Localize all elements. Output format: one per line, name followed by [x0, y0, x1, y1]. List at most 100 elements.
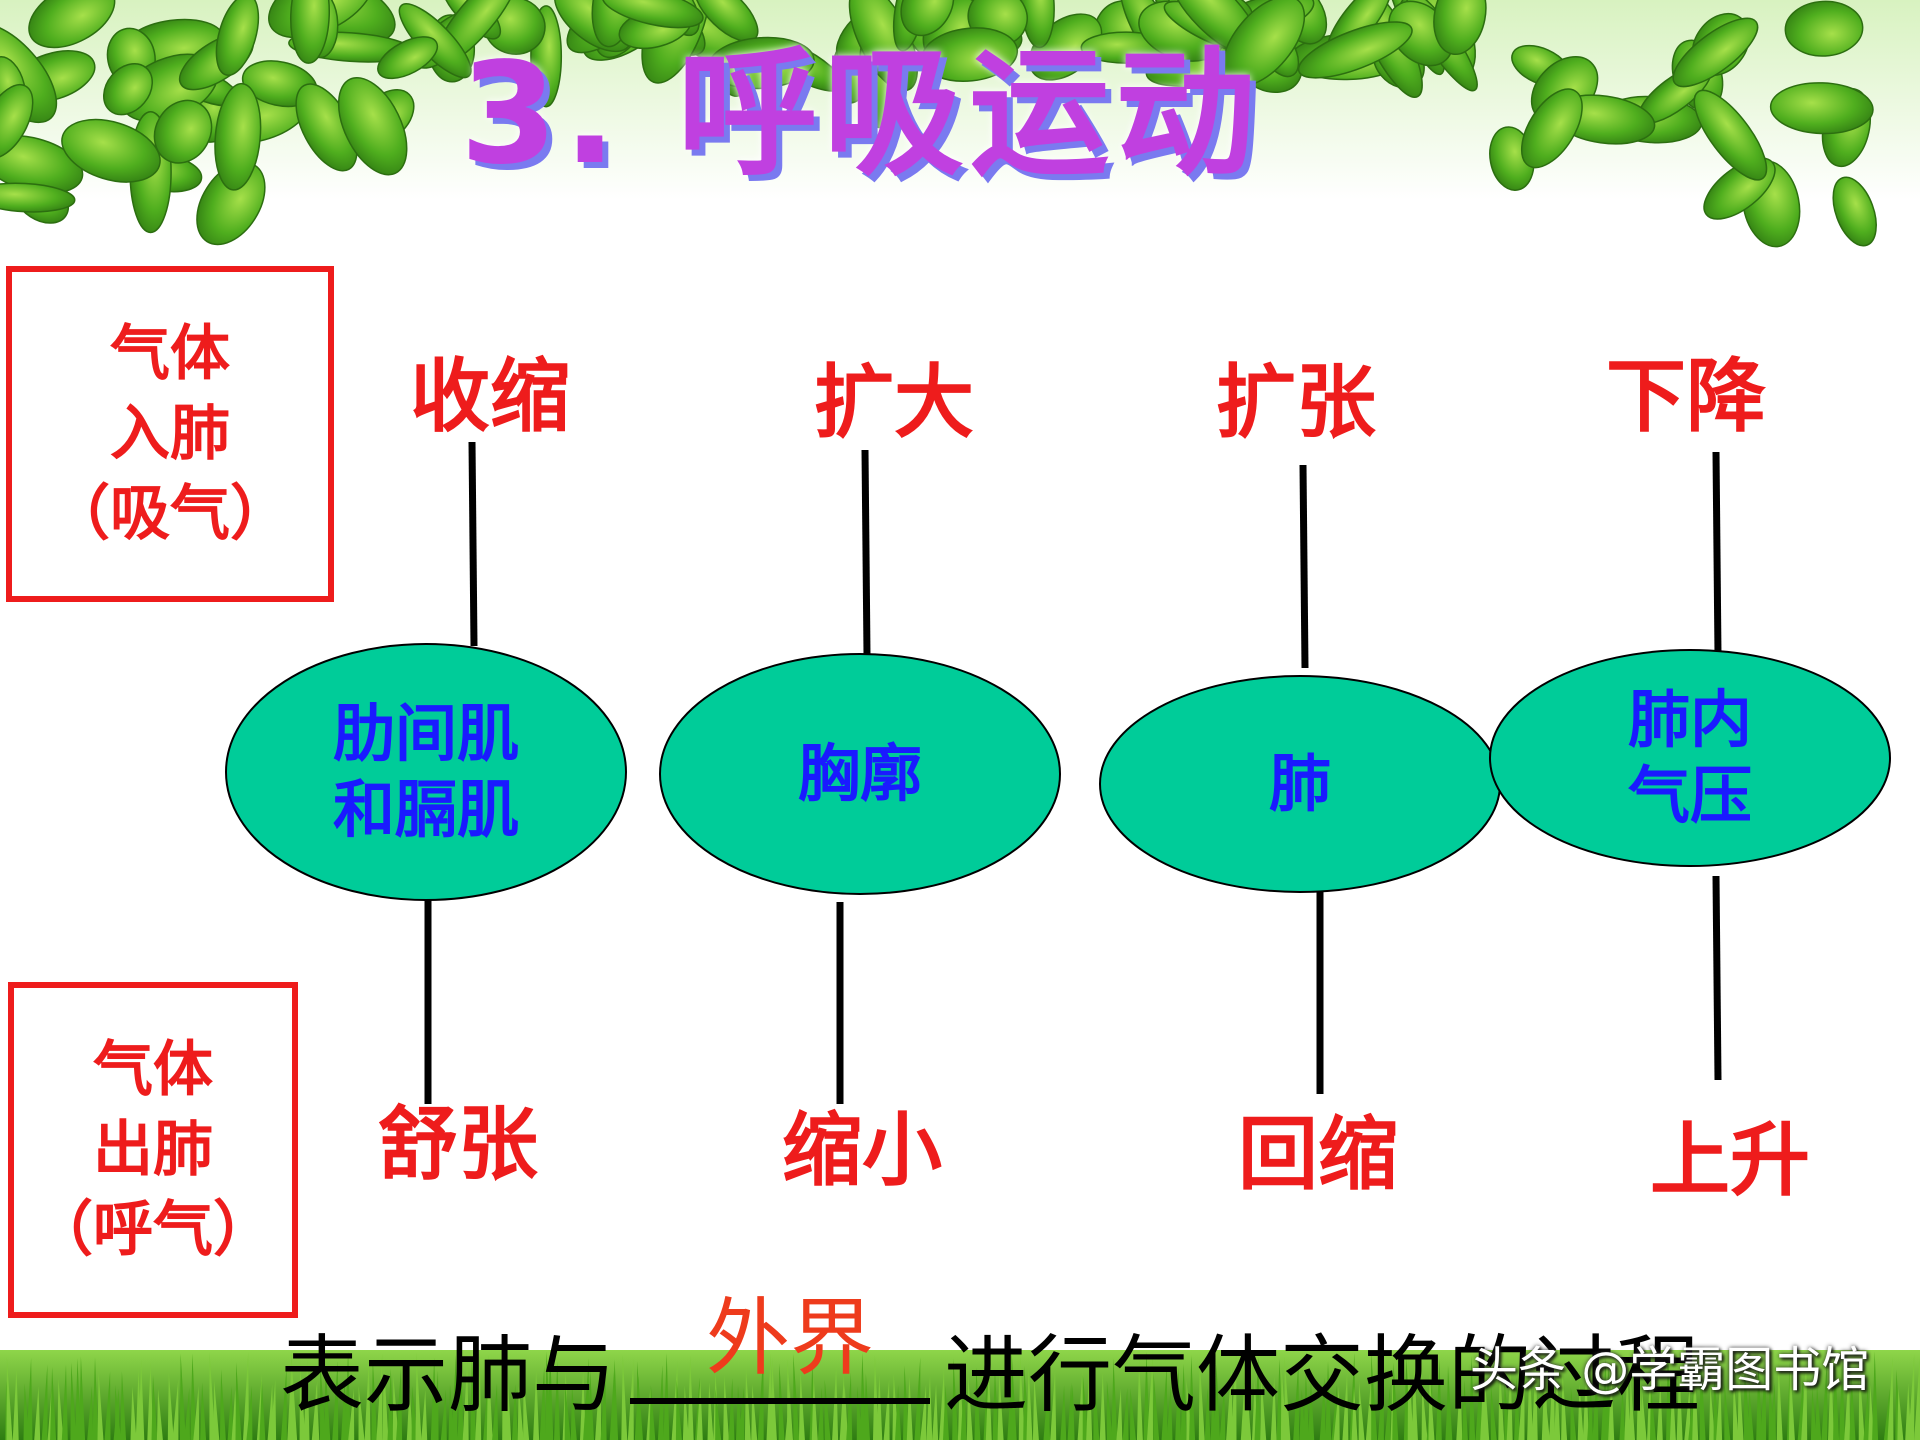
- grass-blade: [246, 1385, 253, 1440]
- leaf-shape: [214, 82, 262, 191]
- grass-blade: [167, 1372, 174, 1440]
- grass-blade: [1365, 1374, 1372, 1440]
- grass-blade: [1666, 1350, 1673, 1440]
- grass-blade: [588, 1370, 594, 1440]
- node-label-line: 气压: [1627, 759, 1752, 832]
- grass-blade: [1737, 1366, 1744, 1440]
- grass-blade: [1709, 1384, 1716, 1440]
- grass-blade: [757, 1352, 764, 1440]
- grass-blade: [1050, 1369, 1057, 1440]
- grass-blade: [952, 1358, 959, 1440]
- grass-blade: [1333, 1385, 1340, 1440]
- grass-blade: [371, 1360, 378, 1440]
- grass-blade: [1204, 1388, 1211, 1440]
- grass-blade: [1166, 1385, 1173, 1440]
- node-label-lung-pressure: 肺内 气压: [1490, 682, 1890, 834]
- grass-blade: [1636, 1352, 1643, 1440]
- grass-blade: [974, 1367, 981, 1440]
- inhale-label-line-2: 入肺: [110, 399, 230, 469]
- grass-blade: [1629, 1377, 1635, 1440]
- grass-blade: [235, 1362, 242, 1440]
- exhale-state-muscles: 舒张: [378, 1098, 538, 1191]
- inhale-label-line-1: 气体: [110, 319, 230, 389]
- leaf-shape: [0, 83, 34, 159]
- grass-blade: [663, 1353, 670, 1440]
- grass-blade: [79, 1356, 86, 1440]
- grass-blade: [1554, 1371, 1561, 1440]
- grass-blade: [570, 1385, 577, 1440]
- leaf-shape: [601, 0, 704, 29]
- grass-blade: [600, 1371, 607, 1440]
- grass-blade: [621, 1354, 628, 1440]
- grass-blade: [1514, 1377, 1521, 1440]
- inhale-state-muscles: 收缩: [410, 350, 570, 443]
- grass-blade: [523, 1377, 530, 1440]
- grass-blade: [1684, 1385, 1691, 1440]
- grass-blade: [966, 1375, 973, 1440]
- connector-line: [468, 441, 478, 647]
- leaf-shape: [153, 99, 213, 164]
- exhale-label-line-2: 出肺: [93, 1115, 213, 1185]
- grass-blade: [213, 1380, 220, 1440]
- slide-title: 3. 呼吸运动: [460, 33, 1262, 196]
- connector-line: [861, 449, 871, 656]
- grass-blade: [939, 1367, 946, 1440]
- grass-blade: [1582, 1370, 1589, 1440]
- grass-blade: [115, 1385, 122, 1440]
- grass-blade: [1099, 1372, 1106, 1440]
- grass-blade: [1180, 1363, 1187, 1440]
- grass-blade: [396, 1366, 403, 1440]
- leaf-shape: [1832, 176, 1877, 247]
- node-label-line: 肺内: [1627, 683, 1752, 756]
- grass-blade: [696, 1379, 703, 1440]
- grass-blade: [332, 1361, 339, 1440]
- grass-blade: [1303, 1373, 1310, 1440]
- grass-blade: [1518, 1363, 1525, 1440]
- exhale-state-pressure: 上升: [1650, 1114, 1810, 1207]
- grass-blade: [1358, 1381, 1365, 1440]
- grass-blade: [842, 1385, 849, 1440]
- grass-blade: [1788, 1360, 1795, 1440]
- grass-blade: [415, 1352, 422, 1440]
- caption-suffix: 进行气体交换的过程: [944, 1326, 1701, 1424]
- caption-answer: 外界: [706, 1289, 875, 1387]
- grass-blade: [1815, 1384, 1822, 1440]
- grass-blade: [50, 1366, 57, 1440]
- grass-blade: [992, 1369, 999, 1440]
- grass-blade: [517, 1385, 524, 1440]
- grass-blade: [70, 1362, 77, 1440]
- grass-blade: [457, 1359, 464, 1440]
- grass-blade: [344, 1351, 351, 1440]
- grass-blade: [1669, 1378, 1676, 1440]
- grass-blade: [547, 1350, 554, 1440]
- grass-blade: [1897, 1388, 1904, 1440]
- leaf-shape: [1784, 0, 1864, 57]
- grass-blade: [1270, 1376, 1277, 1440]
- grass-blade: [406, 1387, 413, 1440]
- grass-blade: [1469, 1355, 1476, 1440]
- grass-blade: [1130, 1388, 1136, 1440]
- grass-blade: [26, 1357, 33, 1440]
- grass-blade: [612, 1359, 619, 1440]
- grass-blade: [1716, 1379, 1723, 1440]
- leaf-shape: [377, 36, 439, 80]
- grass-blade: [1624, 1371, 1631, 1440]
- grass-blade: [1887, 1356, 1894, 1440]
- grass-blade: [997, 1370, 1004, 1440]
- exhale-state-thorax: 缩小: [782, 1104, 942, 1197]
- grass-blade: [1527, 1361, 1534, 1440]
- grass-blade: [1153, 1373, 1160, 1440]
- grass-blade: [219, 1369, 226, 1440]
- leaf-shape: [1222, 0, 1306, 88]
- leaf-shape: [1297, 21, 1413, 79]
- grass-blade: [280, 1367, 287, 1440]
- grass-blade: [1411, 1361, 1418, 1440]
- grass-blade: [943, 1385, 949, 1440]
- inhale-label-line-3: （吸气）: [50, 479, 290, 549]
- leaf-shape: [708, 36, 815, 90]
- grass-blade: [793, 1353, 800, 1440]
- inhale-state-pressure: 下降: [1606, 350, 1766, 443]
- grass-blade: [1260, 1376, 1267, 1440]
- grass-blade: [151, 1375, 158, 1440]
